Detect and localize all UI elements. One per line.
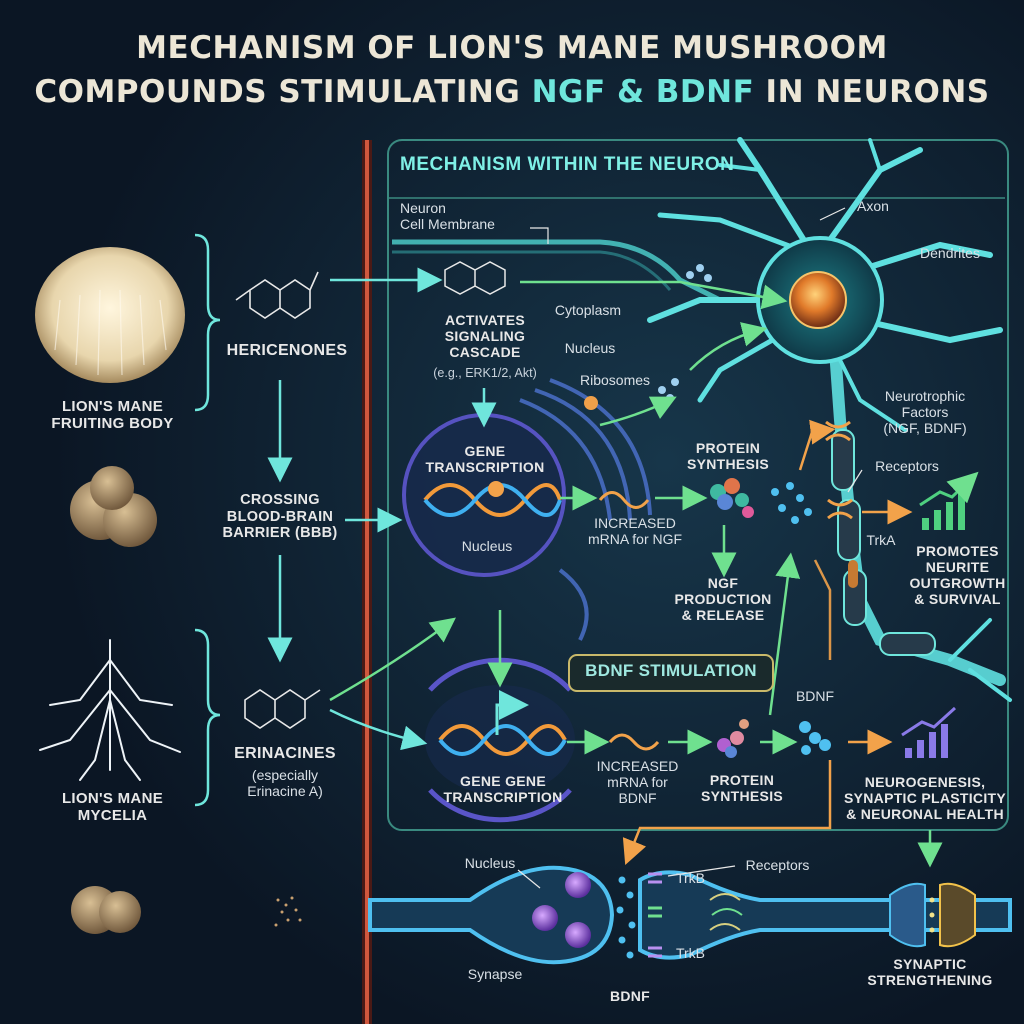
erinacine-molecule	[244, 689, 321, 729]
outgrowth-chart-icon	[919, 471, 979, 530]
transcription-factor-dot	[488, 481, 504, 497]
endoplasmic-reticulum	[519, 378, 652, 641]
axon-label: Axon	[857, 198, 889, 214]
erinacines-label: ERINACINES	[234, 745, 336, 762]
strengthened-synapse-icon	[889, 882, 976, 948]
bdnf-gene-transcription-label: GENE GENE TRANSCRIPTION	[443, 773, 563, 806]
arrow-bdnf-up	[768, 552, 801, 716]
increased-mrna-bdnf-label: INCREASED mRNA for BDNF	[596, 758, 679, 807]
blood-brain-barrier-line	[362, 140, 372, 1024]
activation-molecule	[444, 261, 506, 295]
nucleus-inner-label: Nucleus	[461, 538, 513, 554]
ngf-protein-cluster	[710, 478, 754, 518]
presynaptic-neuron	[368, 865, 615, 965]
released-ngf-molecules	[771, 482, 812, 524]
arrow-erinacine-to-nucleus	[329, 617, 456, 702]
receptor-pointer	[847, 469, 863, 493]
title-line-2: COMPOUNDS STIMULATING NGF & BDNF IN NEUR…	[34, 74, 990, 110]
trka-label: TrkA	[866, 532, 896, 548]
promotes-outgrowth-label: PROMOTES NEURITE OUTGROWTH & SURVIVAL	[909, 543, 1006, 608]
gene-transcription-label: GENE TRANSCRIPTION	[425, 443, 545, 476]
synapse-receptors-label: Receptors	[745, 857, 810, 873]
title-line-1: MECHANISM OF LION'S MANE MUSHROOM	[136, 30, 888, 66]
arrow-ribosome-to-cytoplasm	[599, 396, 677, 427]
bdnf-stimulation-pill	[568, 654, 774, 692]
neuron-cell	[647, 137, 1012, 702]
nucleus-top-label: Nucleus	[564, 340, 616, 356]
synapse-receptors-pointer	[667, 865, 736, 877]
neurogenesis-label: NEUROGENESIS, SYNAPTIC PLASTICITY & NEUR…	[843, 774, 1007, 823]
transcription-start-arrow	[495, 690, 529, 735]
axon-pointer	[819, 207, 846, 221]
signal-swirl-icon	[709, 893, 743, 931]
trkb-top-label: TrkB	[675, 870, 706, 886]
ngf-production-label: NGF PRODUCTION & RELEASE	[674, 575, 772, 624]
cytoplasm-label: Cytoplasm	[554, 302, 622, 318]
ribosome-dot	[584, 396, 598, 410]
arrow-cascade-to-soma	[520, 280, 788, 310]
increased-mrna-ngf-label: INCREASED mRNA for NGF	[587, 515, 683, 548]
arrow-axon-orange	[813, 559, 832, 660]
cell-membrane-curve	[392, 239, 722, 303]
lions-mane-pellet-image	[71, 886, 141, 934]
synaptic-bdnf-dots	[616, 876, 636, 959]
bdnf-protein-cluster	[717, 719, 749, 758]
activates-cascade-label: ACTIVATES SIGNALING CASCADE	[444, 312, 526, 361]
lions-mane-ball-image	[70, 466, 157, 547]
neuron-mechanism-frame	[387, 139, 1009, 831]
cytoplasm-molecule	[658, 264, 712, 402]
ngf-mrna-squiggle	[598, 491, 650, 509]
hericenone-molecule	[235, 271, 319, 319]
synaptic-strengthening-label: SYNAPTIC STRENGTHENING	[867, 956, 993, 989]
bdnf-protein-synthesis-label: PROTEIN SYNTHESIS	[700, 772, 784, 805]
neuron-nucleus	[789, 271, 847, 329]
neurotrophic-factors-label: Neurotrophic Factors (NGF, BDNF)	[883, 388, 967, 437]
hericenones-label: HERICENONES	[226, 342, 348, 359]
bdnf-molecules	[799, 721, 831, 755]
receptors-label: Receptors	[875, 458, 939, 474]
synapse-label: Synapse	[467, 966, 523, 982]
ribosomes-label: Ribosomes	[579, 372, 651, 388]
postsynaptic-neuron	[638, 870, 1012, 960]
erinacines-note: (especially Erinacine A)	[247, 767, 323, 800]
activates-cascade-note: (e.g., ERK1/2, Akt)	[433, 366, 537, 380]
arrow-bdnf-to-synapse	[622, 760, 832, 865]
cell-membrane-label: Neuron Cell Membrane	[400, 200, 495, 233]
bdnf-label: BDNF	[795, 688, 835, 704]
arrow-axon-to-receptors	[798, 419, 836, 471]
dendrites-label: Dendrites	[920, 245, 980, 261]
neurogenesis-chart-icon	[901, 706, 957, 758]
bdnf-stimulation-title: BDNF STIMULATION	[585, 661, 757, 680]
synapse-bdnf-label: BDNF	[609, 988, 651, 1004]
trkb-bottom-label: TrkB	[675, 945, 706, 961]
spore-dust	[274, 896, 302, 927]
synapse-nucleus-pointer	[517, 869, 541, 889]
bdnf-dna-helix	[438, 724, 567, 756]
trka-receptor-bottom	[827, 498, 853, 520]
trkb-receptors	[648, 872, 662, 958]
membrane-pointer	[530, 227, 549, 244]
mycelia-label: LION'S MANE MYCELIA	[61, 790, 164, 825]
lions-mane-fruiting-body-image	[35, 247, 185, 383]
neuron-box-title: MECHANISM WITHIN THE NEURON	[400, 154, 735, 175]
bbb-label: CROSSING BLOOD-BRAIN BARRIER (BBB)	[222, 492, 338, 542]
mycelia-bracket	[194, 628, 221, 807]
synapse-nucleus-label: Nucleus	[464, 855, 516, 871]
fruiting-body-label: LION'S MANE FRUITING BODY	[51, 398, 174, 433]
bdnf-mrna-squiggle	[608, 733, 660, 751]
fruiting-body-bracket	[194, 233, 221, 412]
arrow-to-soma-2	[689, 322, 768, 371]
arrow-erinacines-to-bdnf	[329, 708, 428, 751]
protein-synthesis-label: PROTEIN SYNTHESIS	[686, 440, 770, 473]
lions-mane-mycelia-image	[39, 639, 181, 781]
